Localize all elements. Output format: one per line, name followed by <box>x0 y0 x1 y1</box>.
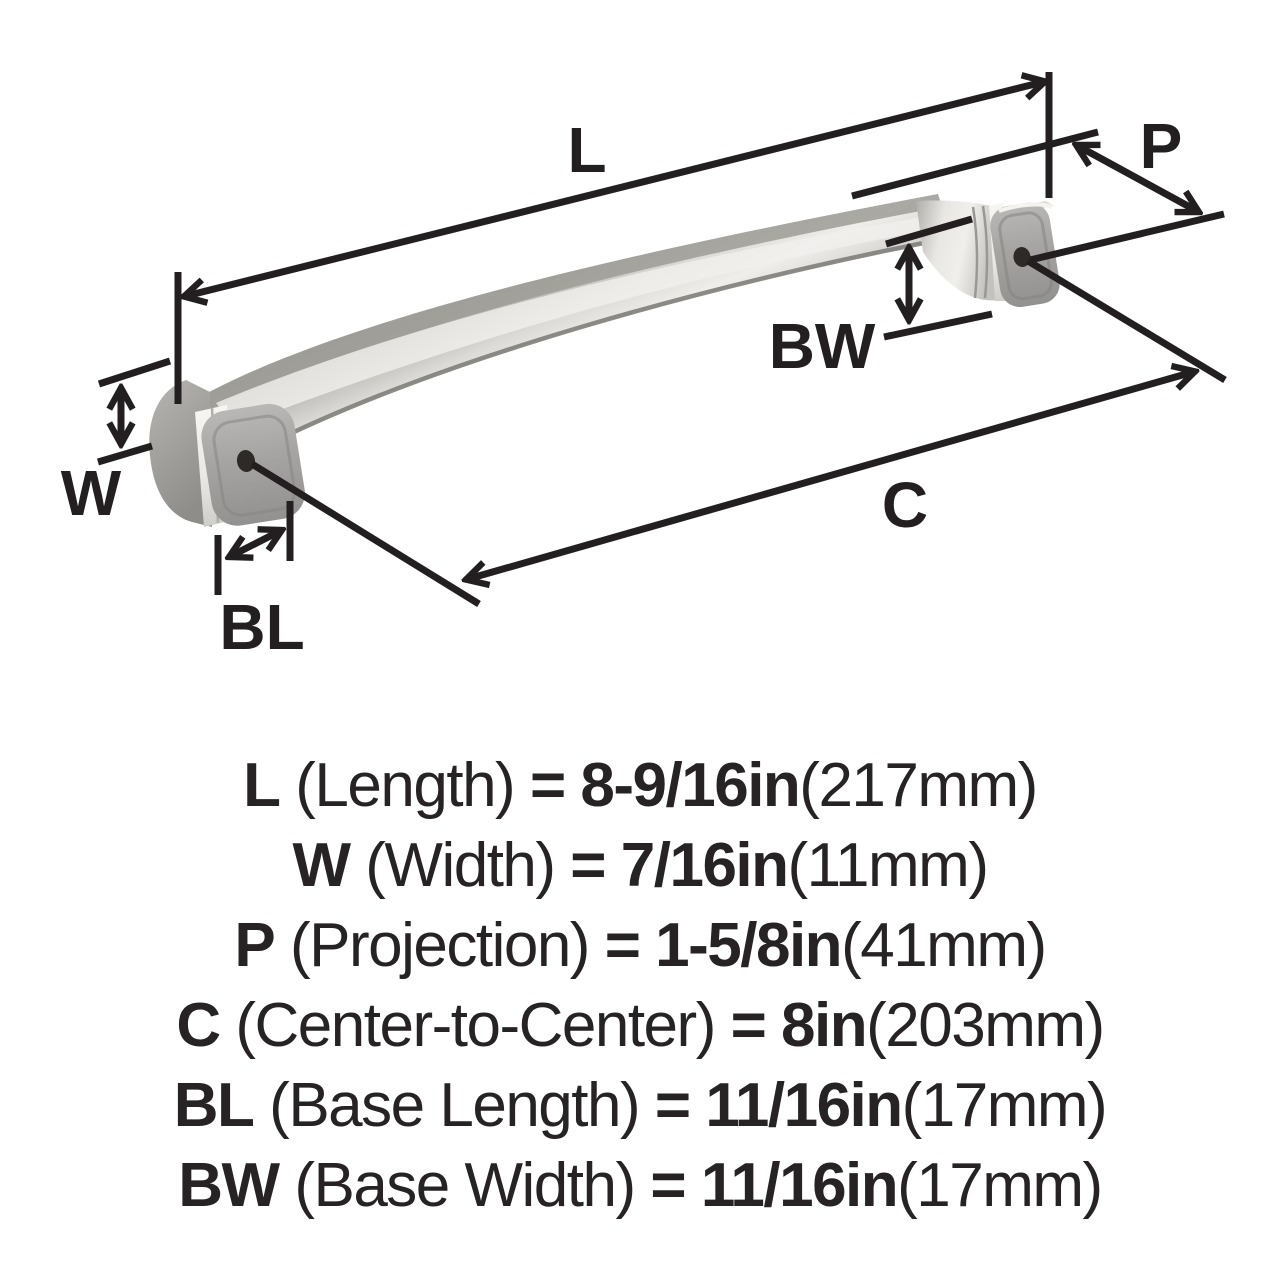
label-length: L <box>567 114 606 186</box>
legend-name: (Projection) <box>289 911 591 980</box>
legend-value: 7/16in <box>620 831 789 900</box>
p-extension-bottom <box>1029 210 1225 264</box>
legend-metric: (217mm) <box>799 751 1038 820</box>
bw-tick-bottom <box>883 310 993 341</box>
legend-metric: (17mm) <box>901 1071 1108 1140</box>
legend-metric: (41mm) <box>841 911 1047 980</box>
legend-symbol: C <box>176 991 221 1060</box>
c-extension-left <box>250 461 481 607</box>
legend-symbol: BW <box>178 1151 280 1220</box>
left-base-face-inner-line <box>212 414 297 517</box>
legend-name: (Width) <box>365 831 556 900</box>
legend-equals: = <box>730 991 767 1060</box>
legend-metric: (203mm) <box>866 991 1105 1060</box>
legend-value: 1-5/8in <box>655 911 842 980</box>
legend-symbol: L <box>243 751 281 820</box>
label-center-to-center: C <box>882 469 928 541</box>
legend-symbol: BL <box>173 1071 255 1140</box>
legend-line-base-width: BW (Base Width) = 11/16in(17mm) <box>0 1146 1280 1226</box>
legend-equals: = <box>604 911 641 980</box>
label-width: W <box>61 457 122 529</box>
legend-value: 11/16in <box>700 1151 899 1220</box>
w-tick-top <box>97 357 172 388</box>
legend-name: (Base Length) <box>269 1071 640 1140</box>
c-extension-right <box>1026 258 1227 383</box>
legend-metric: (17mm) <box>897 1151 1103 1220</box>
legend-value: 8in <box>781 991 868 1060</box>
bl-dimension-line <box>231 531 280 556</box>
legend-name: (Length) <box>295 751 515 820</box>
legend-symbol: P <box>234 911 275 980</box>
dimension-labels: L P BW C W BL <box>61 110 1183 663</box>
bw-tick-top <box>885 215 973 248</box>
legend-line-projection: P (Projection) = 1-5/8in(41mm) <box>0 906 1280 986</box>
legend-equals: = <box>650 1151 686 1220</box>
legend: L (Length) = 8-9/16in(217mm) W (Width) =… <box>0 746 1280 1226</box>
p-extension-top <box>851 128 1099 200</box>
legend-equals: = <box>654 1071 691 1140</box>
legend-name: (Center-to-Center) <box>235 991 716 1060</box>
legend-metric: (11mm) <box>787 831 989 900</box>
legend-line-length: L (Length) = 8-9/16in(217mm) <box>0 746 1280 826</box>
c-dimension-line <box>468 372 1193 579</box>
l-dimension-line <box>186 82 1043 296</box>
legend-equals: = <box>570 831 606 900</box>
legend-line-base-length: BL (Base Length) = 11/16in(17mm) <box>0 1066 1280 1146</box>
dimension-lines <box>97 72 1227 607</box>
legend-value: 8-9/16in <box>580 751 800 820</box>
legend-line-center-to-center: C (Center-to-Center) = 8in(203mm) <box>0 986 1280 1066</box>
legend-symbol: W <box>292 831 352 900</box>
w-tick-bottom <box>97 442 153 466</box>
dimension-diagram: L P BW C W BL <box>61 72 1227 663</box>
label-projection: P <box>1140 110 1183 182</box>
legend-name: (Base Width) <box>294 1151 636 1220</box>
legend-line-width: W (Width) = 7/16in(11mm) <box>0 826 1280 906</box>
legend-equals: = <box>529 751 566 820</box>
label-base-length: BL <box>219 591 304 663</box>
legend-value: 11/16in <box>705 1071 903 1140</box>
p-dimension-line <box>1078 146 1197 211</box>
label-base-width: BW <box>769 310 876 382</box>
